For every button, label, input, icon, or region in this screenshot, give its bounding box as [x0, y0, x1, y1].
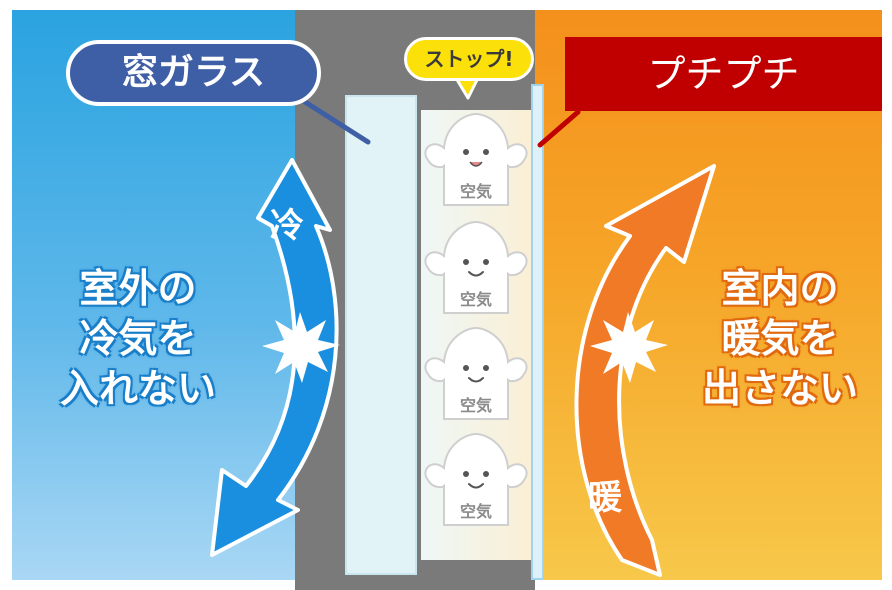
outdoor-message: 室外の 冷気を 入れない [59, 267, 216, 412]
air-cell-label: 空気 [459, 396, 492, 415]
glass-leader-line [299, 97, 371, 145]
warm-label: 暖 [588, 478, 622, 518]
air-character-1 [424, 112, 528, 206]
stop-bubble-tail [454, 76, 480, 100]
air-character-3 [424, 326, 528, 420]
air-character-4 [424, 432, 528, 526]
indoor-message: 室内の 暖気を 出さない [701, 267, 858, 412]
glass-label-badge: 窓ガラス [66, 40, 321, 106]
cold-label: 冷 [270, 206, 304, 246]
cold-air-arrow [210, 158, 339, 557]
cold-impact-burst-icon [262, 312, 340, 383]
bubble-wrap-label-badge: プチプチ [565, 37, 882, 111]
air-character-2 [424, 220, 528, 314]
warm-air-arrow [574, 164, 716, 577]
air-cell-label: 空気 [459, 290, 492, 309]
window-glass-pane [345, 95, 417, 575]
warm-impact-burst-icon [590, 312, 668, 383]
air-cell-label: 空気 [459, 182, 492, 201]
wrap-leader-line [537, 109, 581, 148]
bubble-wrap-film [531, 84, 544, 580]
stop-speech-bubble: ストップ! [404, 37, 534, 81]
air-cell-label: 空気 [459, 502, 492, 521]
